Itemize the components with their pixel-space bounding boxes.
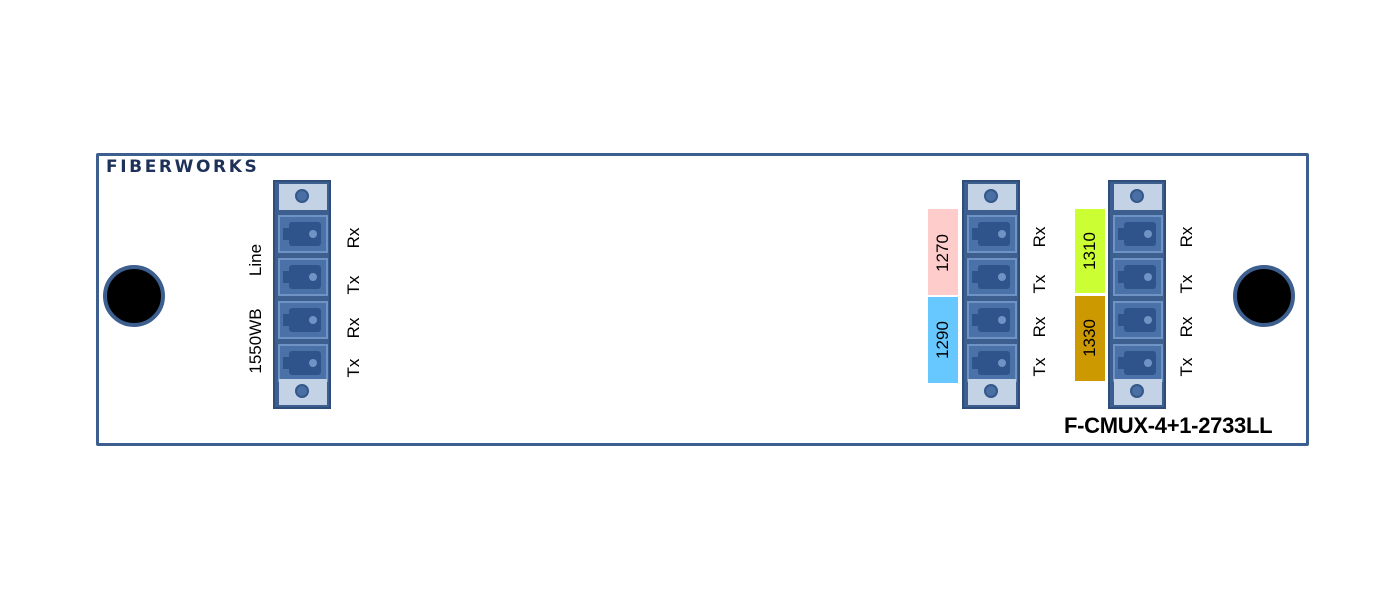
wavelength-label: 1310 [1080, 232, 1099, 270]
wavelength-band-1310 [1075, 209, 1105, 293]
port-label-tx: Tx [344, 275, 363, 295]
screw-plate-top [968, 184, 1016, 210]
wavelength-label: 1270 [933, 234, 952, 272]
port-label-rx: Rx [344, 317, 363, 339]
mounting-hole-left [103, 265, 165, 327]
channel-connector-module-2 [1108, 180, 1166, 409]
channel-connector-module-1 [962, 180, 1020, 409]
wavelength-label: 1290 [933, 321, 952, 359]
screw-plate-bottom [279, 379, 327, 405]
lc-port[interactable] [1113, 215, 1163, 253]
wavelength-band-1270 [928, 209, 958, 295]
lc-port[interactable] [967, 215, 1017, 253]
mounting-hole-right [1233, 265, 1295, 327]
lc-port[interactable] [278, 258, 328, 296]
port-label-rx: Rx [1030, 226, 1049, 248]
model-number: F-CMUX-4+1-2733LL [1064, 413, 1273, 438]
lc-port[interactable] [967, 344, 1017, 382]
screw-icon [295, 189, 309, 203]
lc-port[interactable] [278, 301, 328, 339]
brand-logo: FIBERWORKS [106, 157, 260, 177]
screw-plate-bottom [968, 379, 1016, 405]
lc-port[interactable] [1113, 344, 1163, 382]
wavelength-band-1290 [928, 297, 958, 383]
screw-icon [984, 189, 998, 203]
port-label-tx: Tx [1177, 357, 1196, 377]
port-label-rx: Rx [1177, 226, 1196, 248]
port-label-rx: Rx [1177, 316, 1196, 338]
lc-port[interactable] [278, 344, 328, 382]
screw-icon [1130, 189, 1144, 203]
screw-plate-bottom [1114, 379, 1162, 405]
port-label-tx: Tx [344, 358, 363, 378]
port-label-rx: Rx [1030, 316, 1049, 338]
screw-plate-top [279, 184, 327, 210]
port-label-tx: Tx [1030, 357, 1049, 377]
line-wavelength-label: 1550WB [246, 308, 265, 374]
lc-port[interactable] [1113, 258, 1163, 296]
screw-icon [295, 384, 309, 398]
line-label: Line [246, 243, 265, 277]
port-label-tx: Tx [1030, 274, 1049, 294]
line-connector-module [273, 180, 331, 409]
lc-port[interactable] [967, 258, 1017, 296]
screw-icon [984, 384, 998, 398]
screw-plate-top [1114, 184, 1162, 210]
wavelength-band-1330 [1075, 296, 1105, 381]
lc-port[interactable] [1113, 301, 1163, 339]
lc-port[interactable] [967, 301, 1017, 339]
port-label-rx: Rx [344, 227, 363, 249]
lc-port[interactable] [278, 215, 328, 253]
port-label-tx: Tx [1177, 274, 1196, 294]
screw-icon [1130, 384, 1144, 398]
wavelength-label: 1330 [1080, 319, 1099, 357]
